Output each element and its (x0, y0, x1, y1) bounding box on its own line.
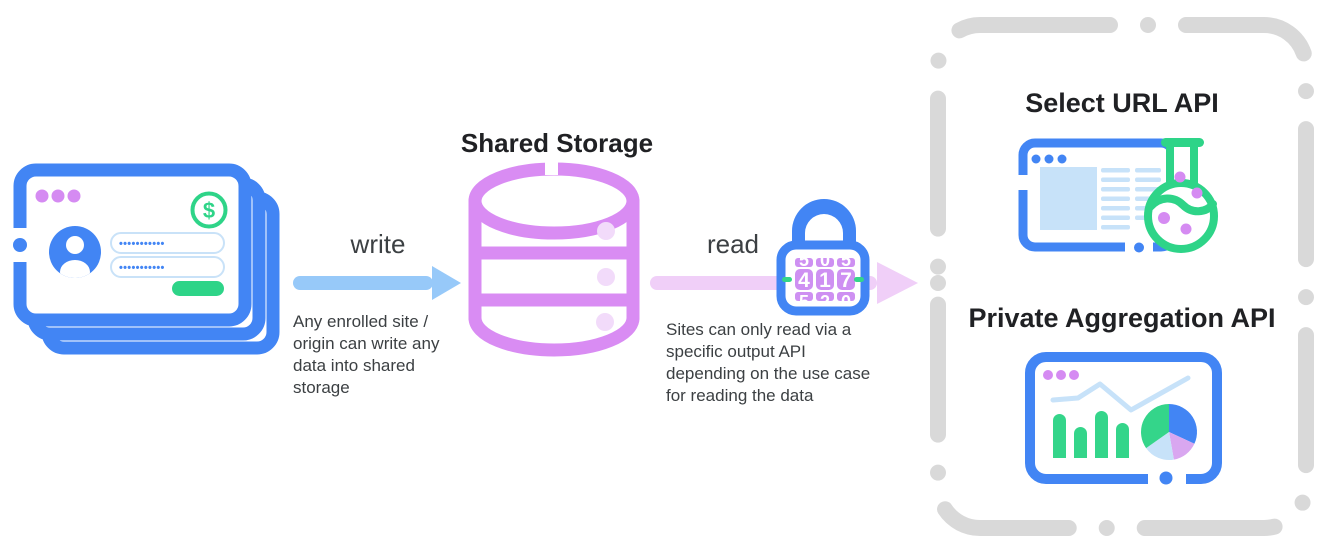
private-aggregation-api-title: Private Aggregation API (968, 303, 1276, 333)
database-icon (468, 159, 640, 357)
window-controls-dots (35, 189, 81, 203)
dashboard-controls-dots (1043, 370, 1079, 380)
svg-text:1: 1 (819, 269, 831, 292)
submit-button[interactable] (172, 281, 224, 296)
password-field-1[interactable]: ••••••••••• (110, 232, 225, 254)
window-border-dot (13, 238, 27, 252)
read-label: read (706, 229, 760, 259)
select-url-api-title: Select URL API (1025, 88, 1219, 118)
svg-text:5: 5 (799, 292, 809, 312)
private-aggregation-api-icon (1025, 352, 1222, 485)
svg-text:5: 5 (799, 250, 809, 270)
flask-bubbles (1158, 171, 1203, 235)
browser-left-gap (1014, 175, 1029, 190)
svg-text:2: 2 (820, 292, 830, 312)
select-url-api-icon (1014, 138, 1218, 255)
svg-text:0: 0 (820, 250, 830, 270)
svg-text:4: 4 (798, 269, 810, 292)
output-apis-container-border (930, 17, 1314, 536)
browser-content-block (1040, 167, 1097, 230)
dashboard-border-dot (1159, 471, 1173, 485)
lock-dash-right (854, 277, 864, 282)
lock-icon: 5 0 5 4 1 7 5 2 0 (776, 199, 870, 316)
dollar-icon: $ (190, 191, 228, 229)
database-top-gap (545, 159, 558, 175)
avatar-icon (49, 226, 101, 278)
database-band-dots (596, 222, 615, 331)
write-caption: Any enrolled site / origin can write any… (293, 312, 440, 397)
lock-shackle (792, 199, 856, 247)
svg-text:0: 0 (841, 292, 851, 312)
write-label: write (350, 229, 406, 259)
svg-text:$: $ (203, 198, 215, 223)
browser-border-dot (1134, 242, 1144, 253)
lock-dials[interactable]: 5 0 5 4 1 7 5 2 0 (782, 250, 864, 312)
container-entry-dot (930, 275, 946, 291)
svg-text:•••••••••••: ••••••••••• (119, 262, 165, 274)
browser-controls-dots (1031, 154, 1067, 164)
password-field-2[interactable]: ••••••••••• (110, 256, 225, 278)
lock-dash-left (782, 277, 792, 282)
bar-chart (1053, 411, 1129, 458)
svg-text:7: 7 (840, 269, 852, 292)
flask-liquid-wave (1146, 194, 1217, 216)
svg-text:•••••••••••: ••••••••••• (119, 238, 165, 250)
shared-storage-title: Shared Storage (460, 128, 654, 158)
read-caption: Sites can only read via a specific outpu… (666, 320, 871, 405)
flask-icon (1144, 138, 1218, 253)
login-windows-icon: $ ••••••••••• ••••••••••• (10, 163, 280, 355)
pie-chart (1141, 404, 1198, 461)
write-arrow (293, 266, 461, 300)
svg-text:5: 5 (841, 250, 851, 270)
line-chart (1050, 375, 1191, 413)
